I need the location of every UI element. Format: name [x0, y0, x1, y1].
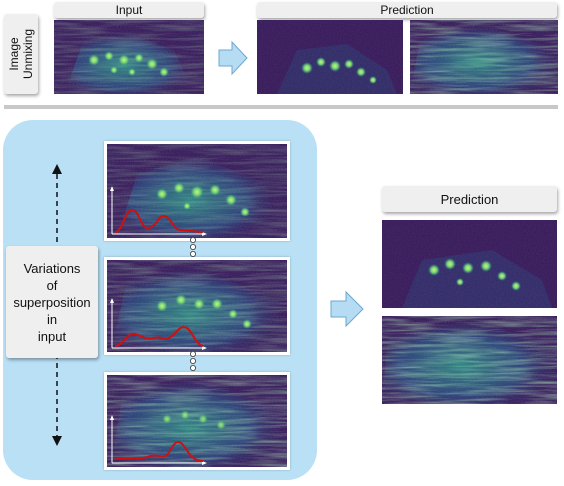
variations-label-line1: Variations [23, 260, 81, 276]
variations-label-line2: of [46, 277, 58, 293]
prediction-header-bottom: Prediction [382, 186, 557, 212]
image-unmixing-label: Image Unmixing [4, 14, 38, 94]
variations-label: Variations of superposition in input [6, 246, 98, 358]
variations-label-line4: in [46, 311, 58, 327]
right-arrow-top [218, 40, 248, 76]
input-header-text: Input [115, 3, 143, 17]
input-header: Input [54, 2, 204, 18]
prediction-header-top: Prediction [257, 2, 557, 18]
prediction-image-top-1 [257, 20, 403, 94]
right-arrow-bottom [330, 290, 364, 328]
prediction-header-top-text: Prediction [380, 3, 434, 17]
variations-label-line3: superposition [13, 294, 91, 310]
prediction-image-bottom-1 [382, 220, 557, 308]
input-variation-image-1 [104, 141, 290, 241]
section-divider [4, 105, 558, 109]
variations-label-line5: input [37, 328, 67, 344]
input-variation-image-2 [104, 257, 290, 355]
prediction-image-bottom-2 [382, 316, 557, 404]
dotted-connector-2 [188, 350, 198, 372]
intensity-curve-2 [110, 298, 207, 350]
intensity-curve-3 [110, 415, 207, 465]
intensity-curve-1 [110, 186, 207, 236]
prediction-header-bottom-text: Prediction [440, 191, 499, 207]
prediction-image-top-2 [410, 20, 558, 94]
image-unmixing-label-line1: Image [7, 37, 22, 71]
input-variation-image-3 [104, 372, 290, 470]
dotted-connector-1 [188, 236, 198, 258]
image-unmixing-label-line2: Unmixing [21, 28, 36, 80]
input-image-top [54, 20, 204, 94]
